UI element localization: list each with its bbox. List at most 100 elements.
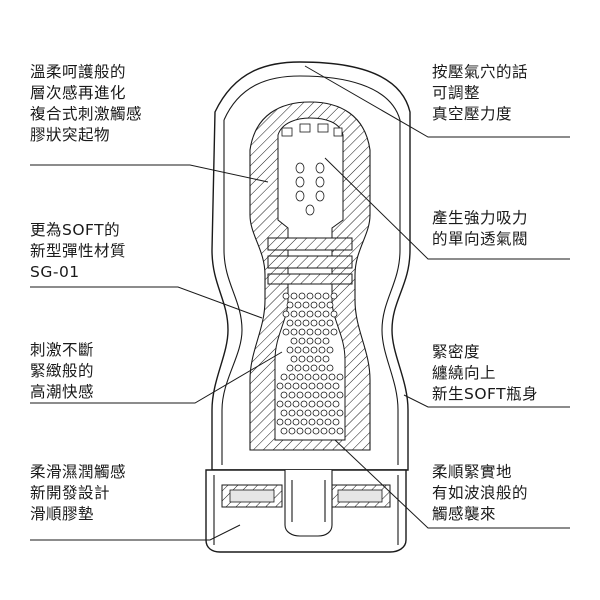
- texture-dot: [316, 418, 324, 426]
- label-line: 緊緻般的: [30, 362, 95, 380]
- textured-dots: [276, 292, 344, 435]
- texture-dot: [312, 409, 320, 417]
- label-lower-right: 緊密度 纏繞向上 新生SOFT瓶身: [432, 342, 538, 405]
- texture-dot: [290, 292, 298, 300]
- texture-dot: [304, 409, 312, 417]
- texture-dot: [326, 319, 334, 327]
- texture-dot: [312, 427, 320, 435]
- texture-dot: [314, 337, 322, 345]
- texture-dot: [276, 418, 284, 426]
- texture-dot: [310, 364, 318, 372]
- texture-dot: [286, 319, 294, 327]
- texture-dot: [308, 382, 316, 390]
- texture-dot: [328, 409, 336, 417]
- texture-dot: [280, 409, 288, 417]
- texture-dot: [300, 400, 308, 408]
- texture-dot: [316, 400, 324, 408]
- texture-dot: [300, 418, 308, 426]
- texture-dot: [300, 382, 308, 390]
- label-top-left: 溫柔呵護般的 層次感再進化 複合式刺激觸感 膠狀突起物: [30, 62, 142, 146]
- label-line: 觸感襲來: [432, 505, 497, 523]
- texture-dot: [322, 310, 330, 318]
- texture-dot: [328, 427, 336, 435]
- texture-dot: [310, 346, 318, 354]
- texture-dot: [332, 418, 340, 426]
- texture-dot: [302, 346, 310, 354]
- texture-dot: [330, 292, 338, 300]
- texture-dot: [294, 364, 302, 372]
- texture-dot: [318, 346, 326, 354]
- label-mid-left: 更為SOFT的 新型彈性材質 SG-01: [30, 220, 126, 283]
- texture-dot: [282, 292, 290, 300]
- label-line: 滑順膠墊: [30, 505, 95, 523]
- texture-dot: [296, 427, 304, 435]
- texture-dot: [284, 400, 292, 408]
- texture-dot: [330, 328, 338, 336]
- texture-dot: [294, 346, 302, 354]
- texture-dot: [330, 310, 338, 318]
- texture-dot: [306, 292, 314, 300]
- texture-dot: [302, 301, 310, 309]
- texture-dot: [298, 337, 306, 345]
- texture-dot: [322, 337, 330, 345]
- texture-dot: [292, 418, 300, 426]
- texture-dot: [280, 391, 288, 399]
- texture-dot: [306, 355, 314, 363]
- texture-dot: [324, 382, 332, 390]
- texture-dot: [312, 373, 320, 381]
- top-bumps: [281, 123, 343, 137]
- label-line: 更為SOFT的: [30, 221, 121, 239]
- texture-dot: [316, 382, 324, 390]
- label-line: 有如波浪般的: [432, 484, 529, 502]
- texture-dot: [324, 400, 332, 408]
- texture-dot: [290, 310, 298, 318]
- label-line: 可調整: [432, 84, 481, 102]
- label-upper-right: 產生強力吸力 的單向透氣閥: [432, 208, 528, 250]
- label-line: 纏繞向上: [432, 364, 497, 382]
- texture-dot: [328, 373, 336, 381]
- label-line: 複合式刺激觸感: [30, 105, 143, 123]
- inner-shell-line: [223, 75, 401, 465]
- texture-dot: [276, 382, 284, 390]
- texture-dot: [318, 319, 326, 327]
- texture-dot: [336, 427, 344, 435]
- texture-dot: [314, 310, 322, 318]
- texture-dot: [298, 328, 306, 336]
- texture-dot: [310, 301, 318, 309]
- label-line: 緊密度: [432, 343, 481, 361]
- texture-dot: [294, 301, 302, 309]
- leader-lines: [30, 65, 570, 541]
- texture-dot: [314, 355, 322, 363]
- texture-dot: [290, 328, 298, 336]
- texture-dot: [288, 373, 296, 381]
- label-line: 刺激不斷: [30, 341, 95, 359]
- base-cap-center: [284, 470, 333, 537]
- label-line: 柔順緊實地: [432, 463, 513, 481]
- texture-dot: [328, 391, 336, 399]
- texture-dot: [318, 364, 326, 372]
- texture-dot: [324, 418, 332, 426]
- texture-dot: [336, 373, 344, 381]
- texture-dot: [336, 409, 344, 417]
- texture-dot: [322, 355, 330, 363]
- texture-dot: [308, 418, 316, 426]
- label-bottom-left: 柔滑濕潤觸感 新開發設計 滑順膠墊: [30, 462, 126, 525]
- texture-dot: [314, 328, 322, 336]
- label-top-right: 按壓氣穴的話 可調整 真空壓力度: [432, 62, 528, 125]
- texture-dot: [302, 364, 310, 372]
- texture-dot: [310, 319, 318, 327]
- texture-dot: [332, 382, 340, 390]
- texture-dot: [298, 310, 306, 318]
- texture-dot: [304, 391, 312, 399]
- texture-dot: [308, 400, 316, 408]
- label-line: 柔滑濕潤觸感: [30, 463, 127, 481]
- texture-dot: [288, 427, 296, 435]
- valve-ovals: [295, 162, 325, 216]
- texture-dot: [314, 292, 322, 300]
- texture-dot: [306, 328, 314, 336]
- texture-dot: [276, 400, 284, 408]
- label-line: 新型彈性材質: [30, 242, 127, 260]
- label-line: 真空壓力度: [432, 105, 513, 123]
- texture-dot: [298, 355, 306, 363]
